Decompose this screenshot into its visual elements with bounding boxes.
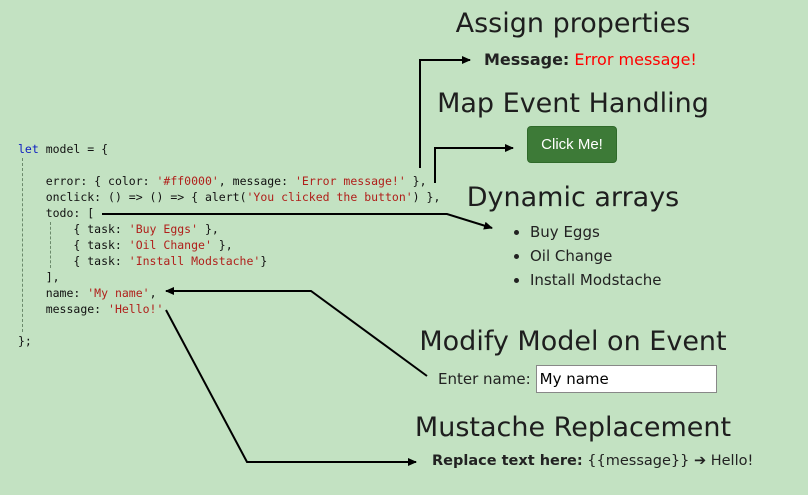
heading-dynamic-arrays: Dynamic arrays xyxy=(466,182,680,213)
list-item: Install Modstache xyxy=(530,268,661,292)
code-line-error: error: { color: '#ff0000', message: 'Err… xyxy=(45,174,427,188)
name-input-row: Enter name: xyxy=(438,365,717,393)
heading-mustache-replacement: Mustache Replacement xyxy=(414,412,732,443)
indent-guide-outer xyxy=(22,158,23,332)
list-item: Oil Change xyxy=(530,244,661,268)
code-line-close: }; xyxy=(18,334,32,348)
code-line-task-3: { task: 'Install Modstache'} xyxy=(73,254,268,268)
arrow-onclick-to-button xyxy=(434,144,514,183)
code-line-message: message: 'Hello!' xyxy=(45,302,164,316)
indent-guide-inner xyxy=(50,222,51,268)
code-line-todo: todo: [ xyxy=(45,206,95,220)
code-line-task-1: { task: 'Buy Eggs' }, xyxy=(73,222,219,236)
name-input-label: Enter name: xyxy=(438,370,531,388)
right-arrow-icon: ➔ xyxy=(693,453,707,469)
assign-message-line: Message: Error message! xyxy=(484,50,697,69)
assign-message-label: Message: xyxy=(484,50,570,69)
code-line-onclick: onclick: () => () => { alert('You clicke… xyxy=(45,190,441,204)
assign-message-value: Error message! xyxy=(574,50,697,69)
click-me-button[interactable]: Click Me! xyxy=(527,126,617,163)
arrow-todo-to-list xyxy=(102,213,493,230)
arrow-input-to-name xyxy=(165,287,428,377)
code-block: let model = { error: { color: '#ff0000',… xyxy=(18,141,440,349)
heading-assign-properties: Assign properties xyxy=(455,8,691,39)
arrow-message-to-replacement xyxy=(165,309,417,466)
heading-map-event-handling: Map Event Handling xyxy=(437,88,709,119)
code-line-name: name: 'My name', xyxy=(45,286,157,300)
code-line-let: let model = { xyxy=(18,142,109,156)
heading-modify-model: Modify Model on Event xyxy=(419,326,727,357)
mustache-template: {{message}} xyxy=(587,453,690,469)
name-input[interactable] xyxy=(535,365,717,393)
code-line-todo-close: ], xyxy=(45,270,60,284)
replacement-result: Hello! xyxy=(710,453,754,469)
list-item: Buy Eggs xyxy=(530,220,661,244)
code-line-task-2: { task: 'Oil Change' }, xyxy=(73,238,233,252)
arrow-error-to-message xyxy=(419,56,471,168)
replace-text-line: Replace text here: {{message}} ➔ Hello! xyxy=(432,453,753,469)
todo-list: Buy Eggs Oil Change Install Modstache xyxy=(510,220,661,292)
replace-text-label: Replace text here: xyxy=(432,453,583,469)
